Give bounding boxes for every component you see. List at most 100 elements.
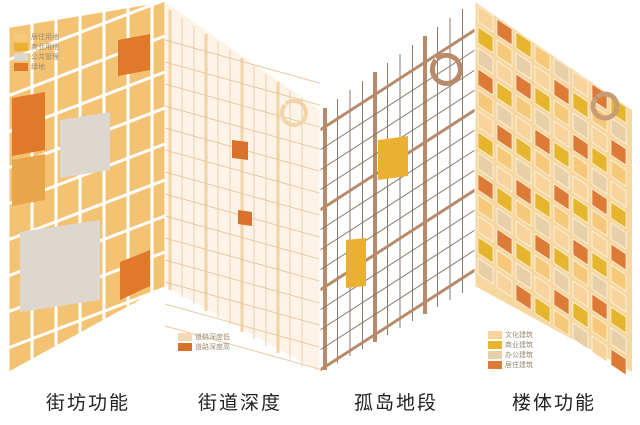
map-block — [610, 243, 627, 271]
map-block — [496, 18, 513, 46]
map-block — [534, 170, 551, 198]
map-block — [553, 204, 570, 232]
legend-swatch — [488, 361, 502, 369]
street-line — [319, 129, 476, 231]
map-block — [553, 183, 570, 211]
legend-item: 居住建筑 — [488, 360, 533, 370]
legend-item: 公共管理 — [14, 52, 59, 62]
legend-swatch — [488, 331, 502, 339]
map-block — [477, 68, 494, 96]
street-line — [319, 268, 476, 372]
street-line — [7, 286, 166, 350]
legend-swatch — [14, 63, 28, 71]
street-line — [319, 28, 476, 132]
legend-label: 居住建筑 — [505, 361, 533, 369]
street-line — [319, 188, 476, 292]
panel-title-island: 孤岛地段 — [354, 392, 439, 414]
map-block — [591, 251, 608, 279]
map-block — [534, 296, 551, 324]
street-line — [319, 69, 476, 171]
map-block — [496, 249, 513, 277]
legend-item: 商业建筑 — [488, 340, 533, 350]
map-block — [477, 110, 494, 138]
map-block — [515, 52, 532, 80]
map-block — [610, 201, 627, 229]
legend-item: 办公建筑 — [488, 350, 533, 360]
legend-item: 商业用地 — [14, 42, 59, 52]
map-block — [515, 157, 532, 185]
map-block — [496, 39, 513, 67]
map-block — [591, 125, 608, 153]
map-block — [553, 246, 570, 274]
street-line — [164, 61, 321, 106]
street-line — [164, 39, 321, 84]
map-block — [591, 314, 608, 342]
map-block — [496, 270, 513, 298]
map-block — [591, 188, 608, 216]
map-block — [496, 102, 513, 130]
map-block — [534, 233, 551, 261]
street-line — [164, 259, 321, 304]
map-block — [477, 5, 494, 33]
legend-item: 绿地 — [14, 62, 59, 72]
map-block — [534, 254, 551, 282]
legend-swatch — [14, 33, 28, 41]
map-block — [553, 78, 570, 106]
map-block — [553, 99, 570, 127]
map-block — [477, 131, 494, 159]
map-block — [496, 165, 513, 193]
map-block — [572, 322, 589, 350]
map-block — [572, 91, 589, 119]
map-block — [534, 212, 551, 240]
map-block — [572, 217, 589, 245]
map-block — [515, 199, 532, 227]
map-block — [572, 154, 589, 182]
legend-item: 道路深度高 — [178, 342, 230, 352]
legend-label: 道路深度高 — [195, 343, 230, 351]
legend-item: 居住用地 — [14, 32, 59, 42]
street-line — [319, 229, 476, 331]
map-block — [553, 57, 570, 85]
map-block — [553, 288, 570, 316]
map-block — [553, 225, 570, 253]
street-line — [164, 215, 321, 260]
legend-swatch — [488, 351, 502, 359]
street-line — [164, 171, 321, 216]
map-block — [572, 301, 589, 329]
map-block — [591, 167, 608, 195]
map-block — [515, 94, 532, 122]
legend-label: 商业建筑 — [505, 341, 533, 349]
map-block — [496, 81, 513, 109]
map-block — [534, 65, 551, 93]
street-line — [319, 49, 476, 151]
street-line — [319, 249, 476, 351]
map-block — [477, 89, 494, 117]
map-block — [534, 191, 551, 219]
legend-label: 文化建筑 — [505, 331, 533, 339]
street-line — [319, 209, 476, 311]
map-block — [610, 159, 627, 187]
legend-label: 公共管理 — [31, 53, 59, 61]
map-block — [610, 306, 627, 334]
map-block — [515, 136, 532, 164]
map-block — [477, 47, 494, 75]
map-block — [477, 26, 494, 54]
map-block — [477, 257, 494, 285]
map-block — [515, 241, 532, 269]
map-block — [534, 275, 551, 303]
panel-street-depth-map — [164, 2, 321, 372]
map-block — [610, 285, 627, 313]
map-block — [496, 60, 513, 88]
street-line — [319, 149, 476, 251]
legend-swatch — [488, 341, 502, 349]
legend-swatch — [178, 333, 192, 341]
panel-block-function-map — [6, 0, 166, 372]
map-block — [591, 293, 608, 321]
map-block — [572, 112, 589, 140]
legend-swatch — [14, 43, 28, 51]
map-block — [477, 215, 494, 243]
map-block — [591, 272, 608, 300]
map-block — [610, 180, 627, 208]
legend-building-function: 文化建筑商业建筑办公建筑居住建筑 — [488, 330, 533, 370]
map-block — [477, 173, 494, 201]
